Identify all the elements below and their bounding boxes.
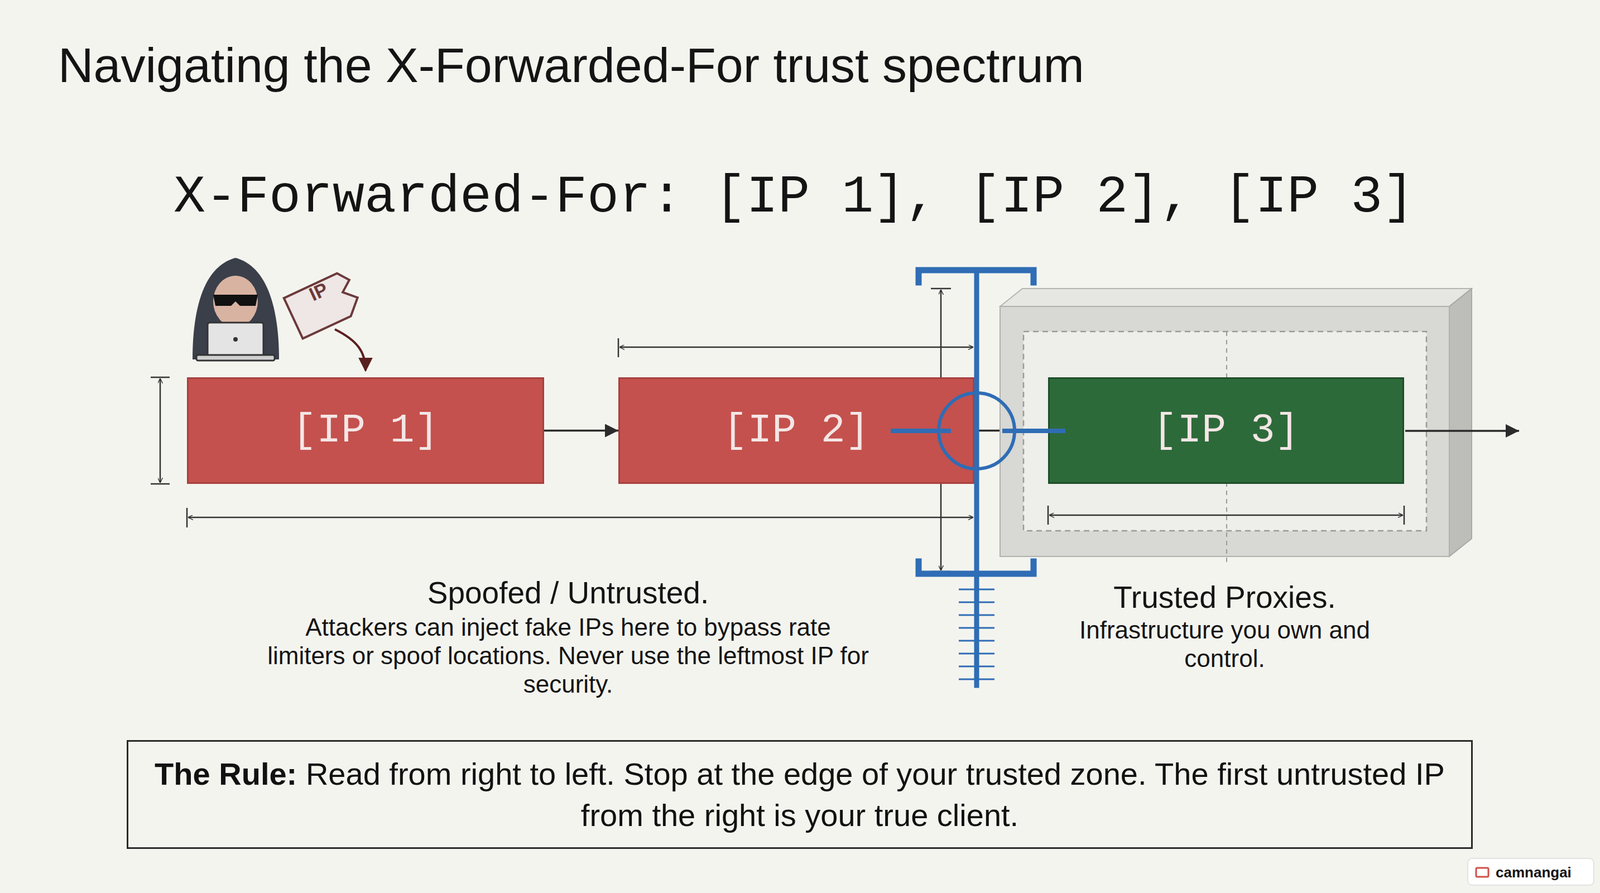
watermark: camnangai bbox=[1495, 863, 1572, 882]
untrusted-ip-box: [IP 2] bbox=[618, 377, 975, 484]
exit-arrow bbox=[1405, 429, 1520, 432]
tick-mark bbox=[958, 601, 995, 604]
flow-arrow bbox=[544, 429, 619, 432]
dimension-lines bbox=[150, 288, 974, 572]
tick-mark bbox=[958, 678, 995, 681]
hacker-icon bbox=[192, 257, 280, 361]
dimension-cap bbox=[1047, 505, 1050, 525]
ip-address: [IP 2] bbox=[723, 407, 871, 454]
ip-address: [IP 1] bbox=[292, 407, 440, 454]
header-line: X-Forwarded-For: [IP 1], [IP 2], [IP 3] bbox=[173, 167, 1415, 228]
ip-address: [IP 3] bbox=[1152, 407, 1300, 454]
trusted-zone: Trusted Proxies.Infrastructure you own a… bbox=[1000, 288, 1472, 557]
zone-heading: Spoofed / Untrusted. bbox=[261, 574, 876, 611]
rule-heading: The Rule: bbox=[154, 756, 297, 792]
dashed-boundary bbox=[1023, 331, 1427, 531]
zone-caption: Trusted Proxies.Infrastructure you own a… bbox=[1000, 578, 1450, 673]
rule-body: Read from right to left. Stop at the edg… bbox=[305, 756, 1445, 833]
housing-front bbox=[1000, 306, 1450, 557]
tick-mark bbox=[958, 652, 995, 655]
tick-mark bbox=[958, 588, 995, 591]
ip-paper-icon bbox=[284, 269, 364, 339]
housing-side bbox=[1449, 288, 1472, 557]
icon-label: IP bbox=[305, 277, 332, 306]
rule-box: The Rule:Read from right to left. Stop a… bbox=[126, 740, 1473, 849]
zone-note: Infrastructure you own and control. bbox=[1068, 615, 1382, 673]
title: Navigating the X-Forwarded-For trust spe… bbox=[58, 36, 1085, 94]
zone-heading: Trusted Proxies. bbox=[1000, 578, 1450, 616]
housing-top bbox=[1000, 288, 1472, 307]
zone-note: Attackers can inject fake IPs here to by… bbox=[266, 612, 870, 699]
spoof-arrow bbox=[334, 329, 366, 371]
boundary-ticks bbox=[958, 589, 995, 680]
dimension-line bbox=[1049, 514, 1403, 517]
tick-mark bbox=[958, 640, 995, 642]
tick-mark bbox=[958, 665, 995, 668]
tick-mark bbox=[958, 614, 995, 617]
untrusted-ip-box: [IP 1] bbox=[186, 377, 545, 484]
watermark-icon bbox=[1467, 858, 1594, 886]
trust-boundary-bracket bbox=[892, 270, 1064, 686]
dimension-cap bbox=[1403, 505, 1406, 525]
rule-text: The Rule:Read from right to left. Stop a… bbox=[150, 753, 1449, 836]
trusted-ip-box: [IP 3] bbox=[1048, 377, 1405, 484]
tick-mark bbox=[958, 627, 995, 629]
